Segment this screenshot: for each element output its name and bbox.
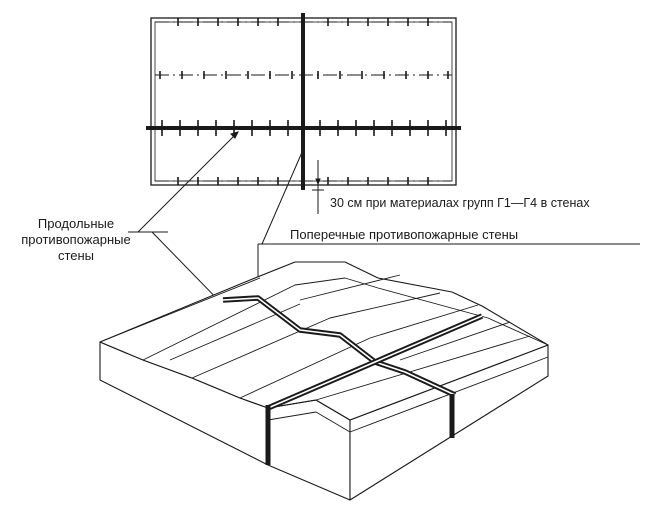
label-longitudinal-line3: стены bbox=[57, 248, 95, 263]
label-transverse-fire-walls: Поперечные противопожарные стены bbox=[290, 227, 519, 242]
label-longitudinal-fire-walls: Продольные противопожарные стены bbox=[12, 216, 140, 264]
isometric-building bbox=[99, 261, 549, 501]
label-gap-note: 30 см при материалах групп Г1—Г4 в стена… bbox=[330, 196, 590, 210]
iso-fire-walls bbox=[222, 295, 484, 465]
iso-front-right-face bbox=[267, 399, 351, 501]
iso-roof-lines bbox=[99, 274, 549, 433]
plan-gap-dimension bbox=[312, 160, 324, 214]
label-longitudinal-line2: противопожарные bbox=[21, 232, 131, 247]
plan-view bbox=[146, 13, 461, 214]
label-longitudinal-line1: Продольные bbox=[37, 216, 115, 231]
plan-column-ticks bbox=[159, 18, 449, 185]
